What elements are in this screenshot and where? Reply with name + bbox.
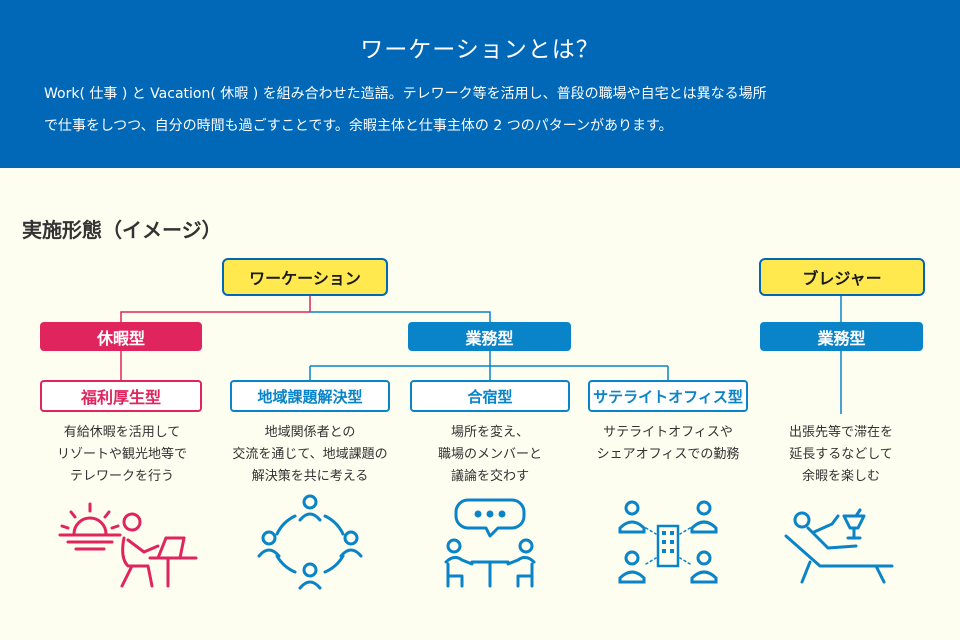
header-banner: ワーケーションとは？ Work( 仕事 ) と Vacation( 休暇 ) を…	[0, 0, 960, 168]
satellite-office-type-box: サテライトオフィス型	[588, 380, 748, 412]
header-desc-line1: Work( 仕事 ) と Vacation( 休暇 ) を組み合わせた造語。テレ…	[44, 86, 767, 102]
camp-type-box: 合宿型	[410, 380, 570, 412]
welfare-type-box: 福利厚生型	[40, 380, 202, 412]
regional-issue-description: 地域関係者との 交流を通じて、地域課題の 解決策を共に考える	[232, 425, 388, 484]
people-circle-icon	[257, 494, 363, 590]
sunrise-laptop-icon	[58, 502, 198, 588]
connector-workation-vacation	[120, 296, 311, 322]
regional-issue-type-box: 地域課題解決型	[230, 380, 390, 412]
header-description: Work( 仕事 ) と Vacation( 休暇 ) を組み合わせた造語。テレ…	[44, 78, 924, 142]
meeting-icon	[444, 498, 536, 588]
bleisure-business-type-box: 業務型	[760, 322, 923, 351]
satellite-office-description: サテライトオフィスや シェアオフィスでの勤務	[596, 425, 740, 462]
connector-workation-business	[310, 311, 491, 322]
bleisure-box: ブレジャー	[759, 258, 925, 296]
header-desc-line2: で仕事をしつつ、自分の時間も過ごすことです。余暇主体と仕事主体の 2 つのパター…	[44, 118, 673, 134]
office-people-icon	[618, 500, 718, 584]
vacation-type-box: 休暇型	[40, 322, 202, 351]
camp-description: 場所を変え、 職場のメンバーと 議論を交わす	[437, 425, 542, 484]
header-title: ワーケーションとは？	[360, 37, 600, 63]
bleisure-description: 出張先等で滞在を 延長するなどして 余暇を楽しむ	[788, 425, 893, 484]
workation-box: ワーケーション	[222, 258, 388, 296]
welfare-description: 有給休暇を活用して リゾートや観光地等で テレワークを行う	[56, 425, 187, 484]
section-title: 実施形態（イメージ）	[22, 218, 222, 242]
business-type-box: 業務型	[408, 322, 571, 351]
lounge-chair-icon	[784, 508, 894, 584]
